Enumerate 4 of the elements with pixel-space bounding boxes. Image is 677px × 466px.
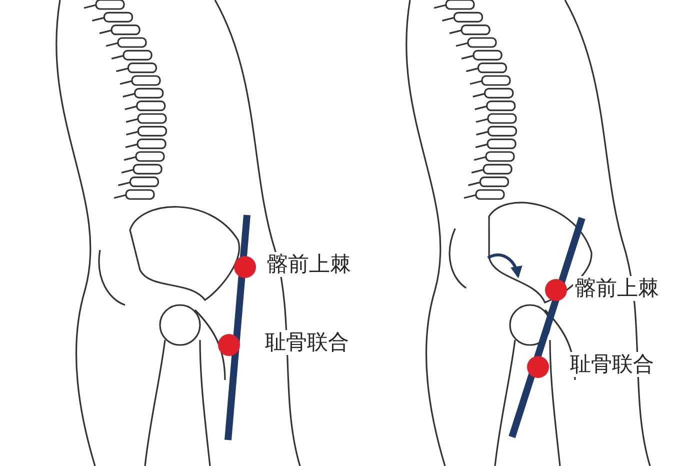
landmark-label: 耻骨联合 <box>568 352 656 378</box>
landmark-label: 髂前上棘 <box>573 276 661 302</box>
landmark-label: 耻骨联合 <box>263 330 351 356</box>
landmark-label: 髂前上棘 <box>265 252 353 278</box>
